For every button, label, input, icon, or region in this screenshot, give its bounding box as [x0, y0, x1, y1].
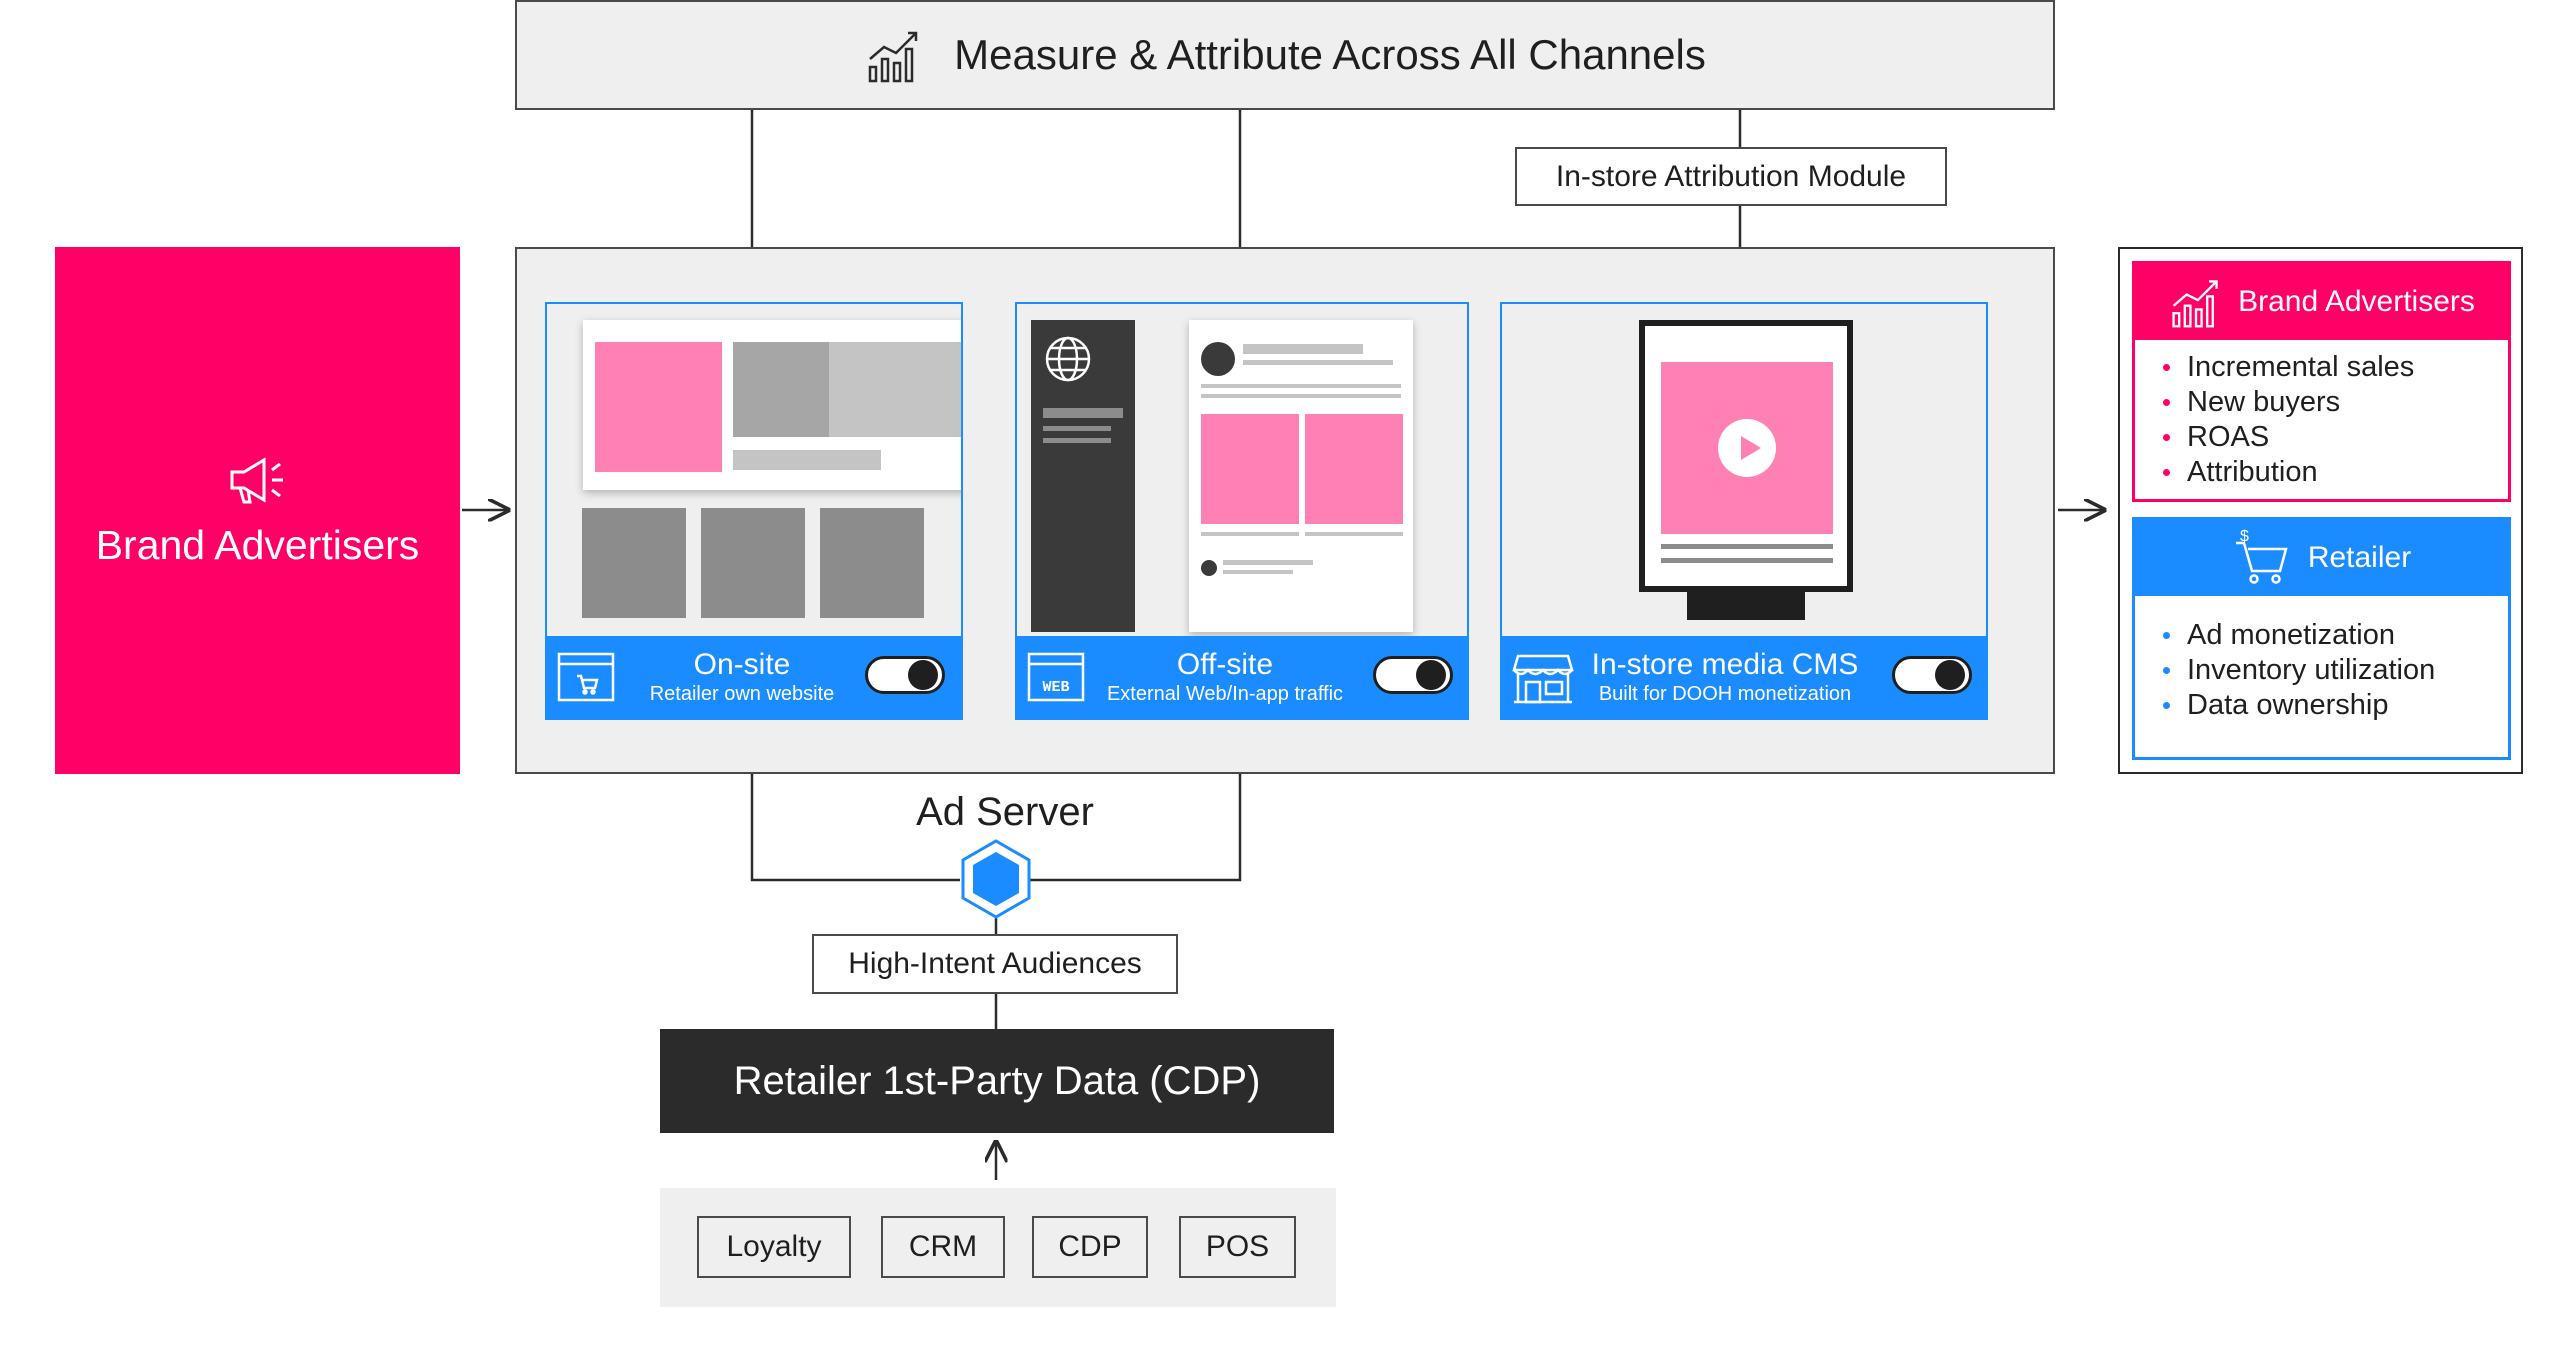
measure-attribute-bar: Measure & Attribute Across All Channels [515, 0, 2055, 110]
data-sources-container: Loyalty CRM CDP POS [660, 1188, 1336, 1307]
ad-server-label: Ad Server [916, 790, 1094, 834]
toggle-knob [908, 660, 938, 690]
onsite-toggle[interactable] [865, 656, 945, 694]
instore-subtitle: Built for DOOH monetization [1598, 683, 1852, 705]
dooh-caption-line [1661, 558, 1833, 563]
offsite-ad-image [1305, 414, 1403, 524]
web-badge-text: WEB [1042, 679, 1069, 696]
onsite-product-tile [701, 508, 805, 618]
offsite-footer: WEB Off-site External Web/In-app traffic [1017, 636, 1467, 718]
instore-footer-text: In-store media CMS Built for DOOH moneti… [1580, 648, 1870, 706]
onsite-page-mock [583, 320, 961, 490]
brand-results-header: Brand Advertisers [2135, 264, 2508, 340]
list-item: New buyers [2135, 385, 2508, 420]
browser-cart-icon [557, 652, 615, 702]
retailer-results-title: Retailer [2307, 541, 2412, 574]
retailer-results-list: Ad monetization Inventory utilization Da… [2135, 618, 2508, 723]
web-badge-icon: WEB [1027, 652, 1085, 702]
results-container: Brand Advertisers Incremental sales New … [2118, 247, 2523, 774]
brand-results-list: Incremental sales New buyers ROAS Attrib… [2135, 350, 2508, 490]
instore-title: In-store media CMS [1591, 648, 1859, 681]
list-item: Attribution [2135, 455, 2508, 490]
high-intent-audiences: High-Intent Audiences [812, 934, 1178, 994]
offsite-panel: WEB Off-site External Web/In-app traffic [1015, 302, 1469, 720]
hexagon-icon [961, 839, 1031, 919]
dooh-caption-line [1661, 544, 1833, 549]
offsite-title: Off-site [1176, 648, 1274, 681]
chart-growth-icon [2172, 280, 2218, 328]
article-line [1201, 394, 1401, 398]
source-crm: CRM [881, 1216, 1005, 1278]
article-line [1305, 532, 1403, 536]
brand-results-card: Brand Advertisers Incremental sales New … [2132, 261, 2511, 502]
onsite-image-light [829, 342, 961, 437]
sidebar-line [1043, 438, 1111, 443]
sidebar-line [1043, 426, 1111, 431]
retailer-results-header: $ Retailer [2135, 520, 2508, 596]
svg-text:$: $ [2240, 529, 2249, 545]
article-line [1223, 560, 1313, 565]
megaphone-icon [230, 457, 283, 504]
article-line [1201, 384, 1401, 388]
offsite-article-mock [1189, 320, 1413, 632]
offsite-sidebar-mock [1031, 320, 1135, 632]
retailer-results-card: $ Retailer Ad monetization Inventory uti… [2132, 517, 2511, 760]
onsite-subtitle: Retailer own website [649, 683, 835, 705]
instore-panel: In-store media CMS Built for DOOH moneti… [1500, 302, 1988, 720]
sidebar-line [1043, 408, 1123, 418]
list-item: Data ownership [2135, 688, 2508, 723]
list-item: Inventory utilization [2135, 653, 2508, 688]
dooh-screen-mock [1639, 320, 1853, 592]
chart-growth-icon [868, 31, 918, 83]
storefront-icon [1512, 654, 1574, 704]
source-cdp: CDP [1032, 1216, 1148, 1278]
toggle-knob [1416, 660, 1446, 690]
brand-advertisers-title: Brand Advertisers [95, 522, 420, 568]
source-loyalty: Loyalty [697, 1216, 851, 1278]
article-line [1223, 570, 1293, 574]
onsite-footer: On-site Retailer own website [547, 636, 961, 718]
offsite-subtitle: External Web/In-app traffic [1106, 683, 1344, 705]
dooh-video-area [1661, 362, 1833, 534]
brand-advertisers-box: Brand Advertisers [55, 247, 460, 774]
instore-footer: In-store media CMS Built for DOOH moneti… [1502, 636, 1986, 718]
offsite-ad-image [1201, 414, 1299, 524]
toggle-knob [1935, 660, 1965, 690]
article-line [1201, 532, 1299, 536]
offsite-toggle[interactable] [1373, 656, 1453, 694]
retailer-cdp-box: Retailer 1st-Party Data (CDP) [660, 1029, 1334, 1133]
cart-dollar-icon: $ [2235, 529, 2288, 584]
measure-title: Measure & Attribute Across All Channels [954, 31, 1706, 78]
instore-toggle[interactable] [1892, 656, 1972, 694]
source-pos: POS [1179, 1216, 1296, 1278]
onsite-product-tile [582, 508, 686, 618]
brand-results-title: Brand Advertisers [2238, 285, 2475, 318]
list-item: ROAS [2135, 420, 2508, 455]
article-line [1243, 360, 1393, 365]
offsite-footer-text: Off-site External Web/In-app traffic [1089, 648, 1361, 706]
instore-attribution-module: In-store Attribution Module [1515, 147, 1947, 206]
dooh-stand [1687, 592, 1805, 620]
comment-avatar [1201, 560, 1217, 576]
list-item: Ad monetization [2135, 618, 2508, 653]
onsite-product-tile [820, 508, 924, 618]
onsite-panel: On-site Retailer own website [545, 302, 963, 720]
globe-icon [1045, 336, 1091, 382]
author-avatar [1201, 342, 1235, 376]
onsite-text-line [733, 450, 881, 470]
onsite-title: On-site [693, 648, 791, 681]
onsite-footer-text: On-site Retailer own website [617, 648, 867, 706]
play-icon[interactable] [1717, 418, 1777, 478]
article-line [1243, 344, 1363, 354]
onsite-banner-image [595, 342, 722, 472]
onsite-image-dark [733, 342, 829, 437]
list-item: Incremental sales [2135, 350, 2508, 385]
